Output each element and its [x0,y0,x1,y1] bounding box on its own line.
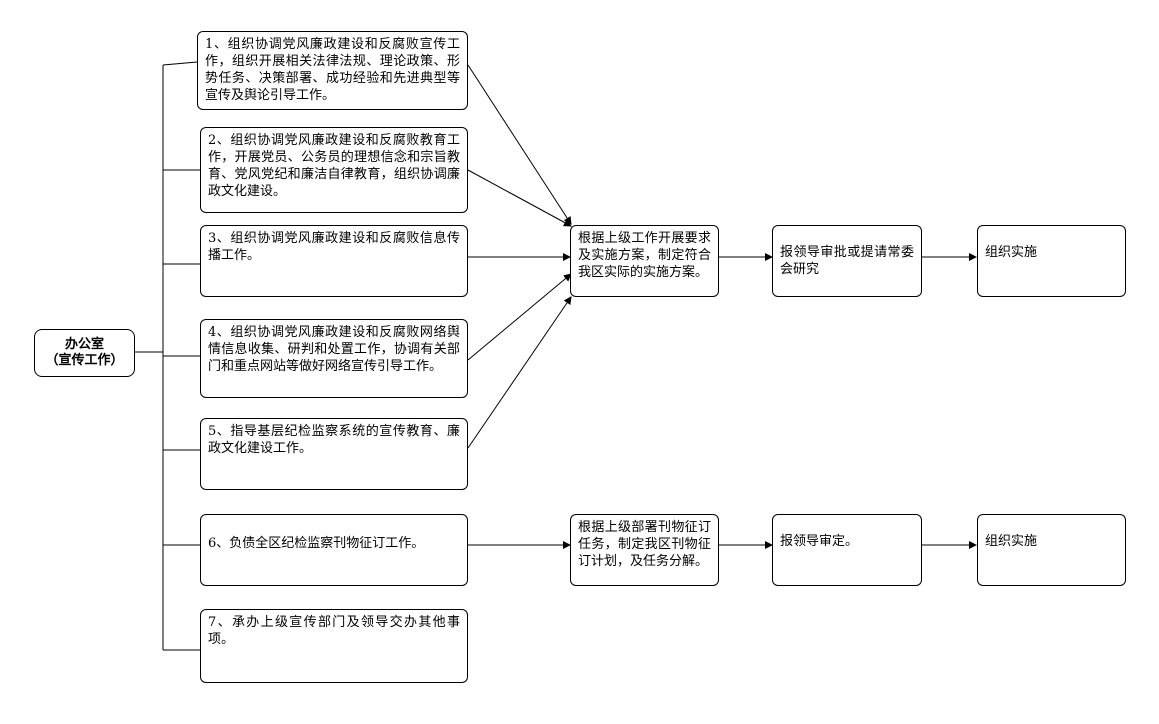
arrow-task4-flowa [467,273,572,361]
flowa-step1-box: 根据上级工作开展要求及实施方案，制定符合我区实际的实施方案。 [570,225,719,297]
task-box-2: 2、组织协调党风廉政建设和反腐败教育工作，开展党员、公务员的理想信念和宗旨教育、… [200,127,468,213]
flowa-step3-box: 组织实施 [977,225,1126,297]
arrow-task1-flowa [467,64,572,225]
task-box-4: 4、组织协调党风廉政建设和反腐败网络舆情信息收集、研判和处置工作，协调有关部门和… [200,319,468,398]
task-box-3: 3、组织协调党风廉政建设和反腐败信息传播工作。 [200,225,468,297]
root-node: 办公室 （宣传工作） [34,329,135,377]
task-box-5: 5、指导基层纪检监察系统的宣传教育、廉政文化建设工作。 [200,418,468,490]
task-box-6: 6、负债全区纪检监察刊物征订工作。 [200,514,468,586]
flowb-step3-box: 组织实施 [977,514,1126,586]
root-subtitle: （宣传工作） [45,353,124,368]
task-box-1: 1、组织协调党风廉政建设和反腐败宣传工作，组织开展相关法律法规、理论政策、形势任… [197,31,468,110]
flowa-step2-box: 报领导审批或提请常委会研究 [772,225,922,297]
flowb-step2-box: 报领导审定。 [772,514,922,586]
root-title: 办公室 [64,337,104,352]
branch-1 [162,61,198,66]
task-box-7: 7、承办上级宣传部门及领导交办其他事项。 [200,609,468,683]
flowb-step1-box: 根据上级部署刊物征订任务，制定我区刊物征订计划，及任务分解。 [570,514,719,586]
arrow-task2-flowa [467,169,572,227]
arrow-task5-flowa [467,296,572,449]
